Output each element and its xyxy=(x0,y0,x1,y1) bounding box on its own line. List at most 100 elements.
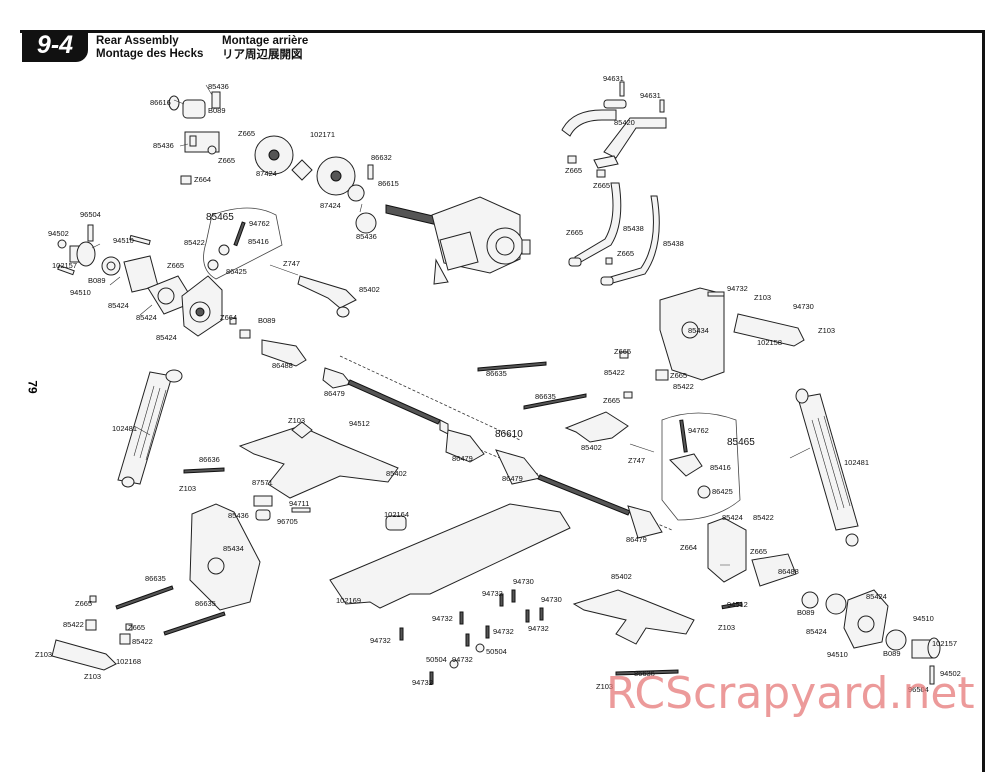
part-label-50504: 50504 xyxy=(486,647,507,656)
lower-arm-right xyxy=(572,589,695,645)
part-label-Z103-e: Z103 xyxy=(35,650,52,659)
hinge-pins xyxy=(115,361,679,676)
step-number-badge: 9-4 xyxy=(22,30,88,62)
part-label-85416-b: 85416 xyxy=(710,463,731,472)
part-label-94510-d: 94510 xyxy=(827,650,848,659)
part-label-Z103-c: Z103 xyxy=(288,416,305,425)
part-label-94732-h: 94732 xyxy=(412,678,433,687)
title-japanese: リア周辺展開図 xyxy=(222,47,303,61)
part-label-85438-b: 85438 xyxy=(663,239,684,248)
header-rule xyxy=(20,30,985,33)
part-label-B089-e: B089 xyxy=(883,649,901,658)
lower-arm-left xyxy=(238,421,399,499)
part-label-102169: 102169 xyxy=(336,596,361,605)
part-label-94510-c: 94510 xyxy=(913,614,934,623)
part-label-50504-b: 50504 xyxy=(426,655,447,664)
part-label-85422-b: 85422 xyxy=(604,368,625,377)
part-label-94502: 94502 xyxy=(48,229,69,238)
part-label-85422-d: 85422 xyxy=(753,513,774,522)
part-label-94730: 94730 xyxy=(793,302,814,311)
part-label-B089-c: B089 xyxy=(258,316,276,325)
part-label-85424-e: 85424 xyxy=(866,592,887,601)
part-label-Z665-l: Z665 xyxy=(75,599,92,608)
part-label-85402: 85402 xyxy=(359,285,380,294)
part-label-94732-e: 94732 xyxy=(528,624,549,633)
part-label-102481-b: 102481 xyxy=(844,458,869,467)
part-label-Z665-i: Z665 xyxy=(670,371,687,380)
part-label-Z103-b: Z103 xyxy=(818,326,835,335)
part-label-87571: 87571 xyxy=(252,478,273,487)
part-label-96504: 96504 xyxy=(80,210,101,219)
part-label-Z103-f: Z103 xyxy=(84,672,101,681)
part-label-85402-d: 85402 xyxy=(611,572,632,581)
callout-85465-right xyxy=(661,412,741,521)
title-french: Montage arrière xyxy=(222,35,309,47)
part-label-85420: 85420 xyxy=(614,118,635,127)
part-label-102164: 102164 xyxy=(384,510,409,519)
part-label-94631-b: 94631 xyxy=(640,91,661,100)
callout-85465-top xyxy=(203,207,283,280)
watermark-text: RCScrapyard.net xyxy=(606,668,975,719)
part-label-Z665: Z665 xyxy=(238,129,255,138)
part-label-Z665-e: Z665 xyxy=(167,261,184,270)
part-label-Z665-h: Z665 xyxy=(614,347,631,356)
part-label-96705: 96705 xyxy=(277,517,298,526)
part-label-87424: 87424 xyxy=(256,169,277,178)
part-label-Z747-b: Z747 xyxy=(628,456,645,465)
part-label-85465: 85465 xyxy=(206,212,234,223)
part-label-94762-b: 94762 xyxy=(688,426,709,435)
part-label-Z665-b: Z665 xyxy=(218,156,235,165)
part-label-85402-c: 85402 xyxy=(581,443,602,452)
part-label-85424-d: 85424 xyxy=(722,513,743,522)
part-label-85434-b: 85434 xyxy=(223,544,244,553)
part-label-86635-c: 86635 xyxy=(145,574,166,583)
part-label-85436: 85436 xyxy=(208,82,229,91)
part-label-85434: 85434 xyxy=(688,326,709,335)
part-label-86635-b: 86635 xyxy=(535,392,556,401)
part-label-85422-f: 85422 xyxy=(132,637,153,646)
part-label-86615: 86615 xyxy=(378,179,399,188)
part-label-85424-c: 85424 xyxy=(156,333,177,342)
part-label-85422-c: 85422 xyxy=(673,382,694,391)
part-label-85422: 85422 xyxy=(184,238,205,247)
part-label-96504-b: 96504 xyxy=(908,685,929,694)
driveshaft-left xyxy=(261,339,449,435)
part-label-Z665-k: Z665 xyxy=(750,547,767,556)
part-label-94510: 94510 xyxy=(113,236,134,245)
part-label-94732: 94732 xyxy=(727,284,748,293)
part-label-94510-b: 94510 xyxy=(70,288,91,297)
stabilizer-bottom-left xyxy=(51,595,133,671)
part-label-86479: 86479 xyxy=(324,389,345,398)
hub-carrier-top-group xyxy=(168,91,377,234)
part-label-85436-c: 85436 xyxy=(356,232,377,241)
part-label-86632: 86632 xyxy=(371,153,392,162)
left-hub-stack xyxy=(57,224,223,337)
leader-lines xyxy=(91,84,811,566)
part-label-86636: 86636 xyxy=(199,455,220,464)
title-german: Montage des Hecks xyxy=(96,48,204,60)
part-label-Z665-g: Z665 xyxy=(617,249,634,258)
part-label-86425-b: 86425 xyxy=(712,487,733,496)
part-label-B089-b: B089 xyxy=(88,276,106,285)
part-label-86635: 86635 xyxy=(486,369,507,378)
part-label-Z664-b: Z664 xyxy=(220,313,237,322)
part-label-Z664: Z664 xyxy=(194,175,211,184)
part-label-86636-b: 86636 xyxy=(634,669,655,678)
part-label-Z103-g: Z103 xyxy=(718,623,735,632)
part-label-B089-d: B089 xyxy=(797,608,815,617)
part-label-Z665-j: Z665 xyxy=(603,396,620,405)
part-label-Z747: Z747 xyxy=(283,259,300,268)
part-label-86479-c: 86479 xyxy=(502,474,523,483)
part-label-87424-b: 87424 xyxy=(320,201,341,210)
part-label-94730-c: 94730 xyxy=(541,595,562,604)
chassis-plate xyxy=(329,503,571,609)
part-label-102158: 102158 xyxy=(757,338,782,347)
screws-group xyxy=(399,589,544,685)
part-label-102157-b: 102157 xyxy=(932,639,957,648)
differential-assembly xyxy=(385,196,531,285)
shock-right xyxy=(795,388,859,547)
part-label-85424-f: 85424 xyxy=(806,627,827,636)
part-label-94631: 94631 xyxy=(603,74,624,83)
part-label-94732-d: 94732 xyxy=(493,627,514,636)
